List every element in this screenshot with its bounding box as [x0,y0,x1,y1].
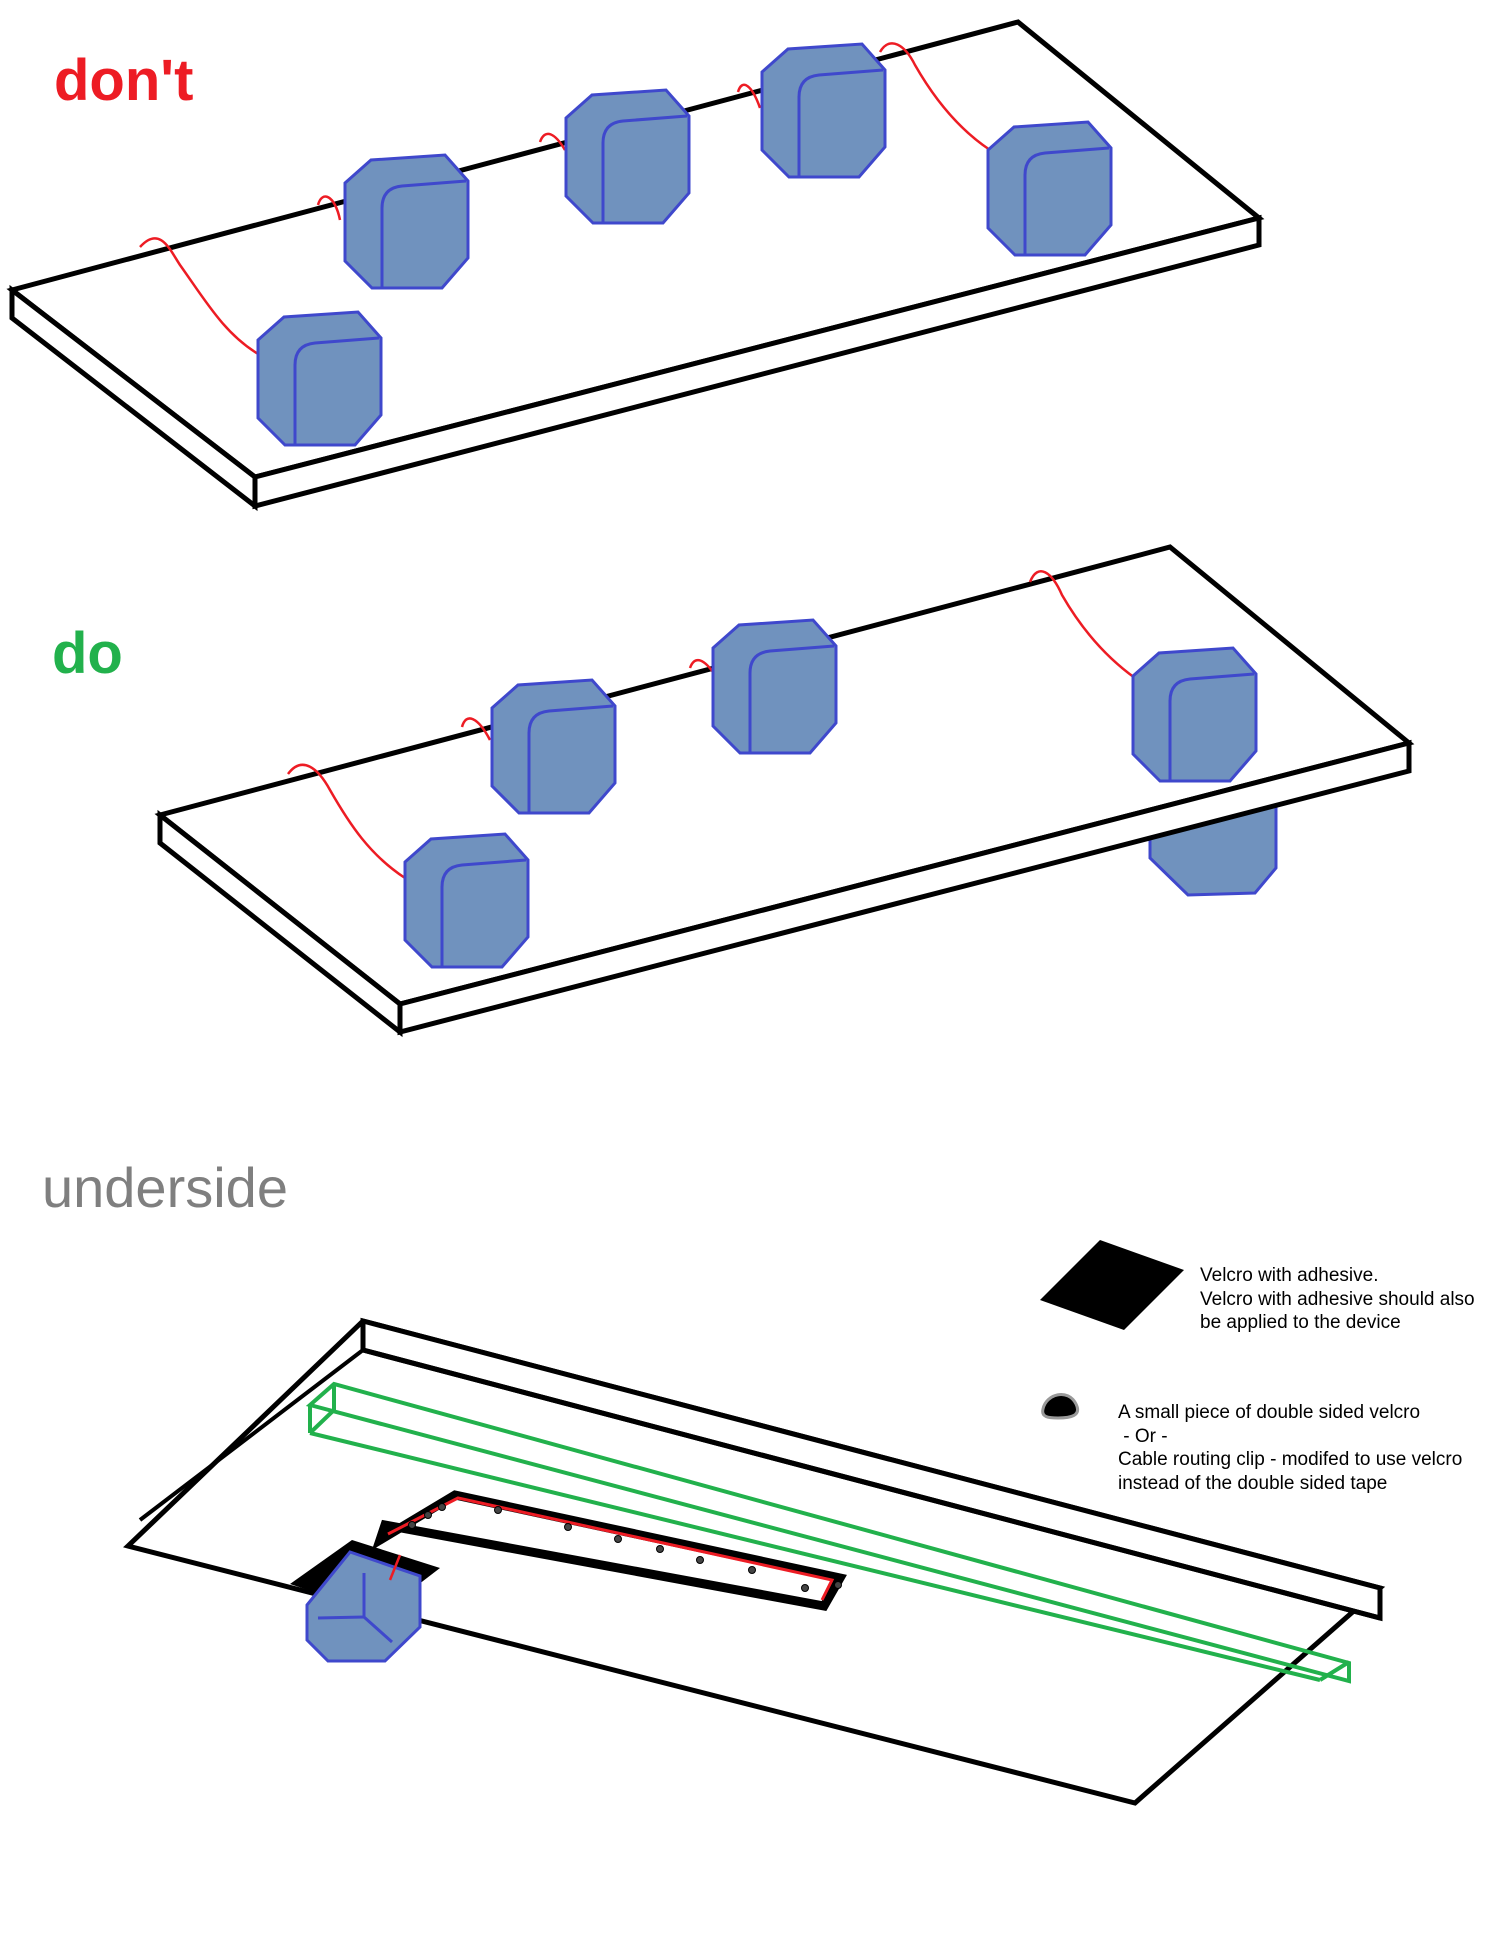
device [343,153,470,290]
device [490,678,617,815]
legend-double-line-3: Cable routing clip - modifed to use velc… [1118,1449,1463,1470]
heading-dont: don't [54,48,194,113]
device-cable [286,570,1136,880]
legend-double-sided: A small piece of double sided velcro - O… [1118,1401,1462,1495]
heading-do: do [52,621,123,686]
device [564,88,691,225]
panel-underside [123,1240,1386,1806]
legend-double-line-2: - Or - [1118,1425,1168,1447]
panel-dont [6,19,1265,512]
device-cable [139,42,991,357]
device [305,1550,422,1663]
shelf-edge [126,1319,365,1548]
legend-velcro-line-3: be applied to the device [1200,1312,1401,1333]
heading-underside: underside [42,1156,288,1219]
cable-clip [408,1503,842,1592]
device [403,832,530,969]
legend-double-sided-icon [1041,1393,1079,1420]
device [1131,646,1258,783]
device [256,310,383,447]
legend-velcro-icon [1040,1240,1184,1330]
device [986,120,1113,257]
mounting-rail [305,1381,1351,1684]
legend-velcro-adhesive: Velcro with adhesive. Velcro with adhesi… [1200,1264,1475,1335]
legend-double-line-4: instead of the double sided tape [1118,1472,1388,1494]
legend-double-line-1: A small piece of double sided velcro [1118,1402,1421,1423]
panel-do [154,544,1415,1038]
legend-velcro-line-1: Velcro with adhesive. [1200,1265,1379,1286]
device [760,42,887,179]
shelf-board [154,544,1415,1038]
legend-velcro-line-2: Velcro with adhesive should also [1200,1288,1475,1310]
device [711,618,838,755]
velcro-strip [371,1490,847,1612]
